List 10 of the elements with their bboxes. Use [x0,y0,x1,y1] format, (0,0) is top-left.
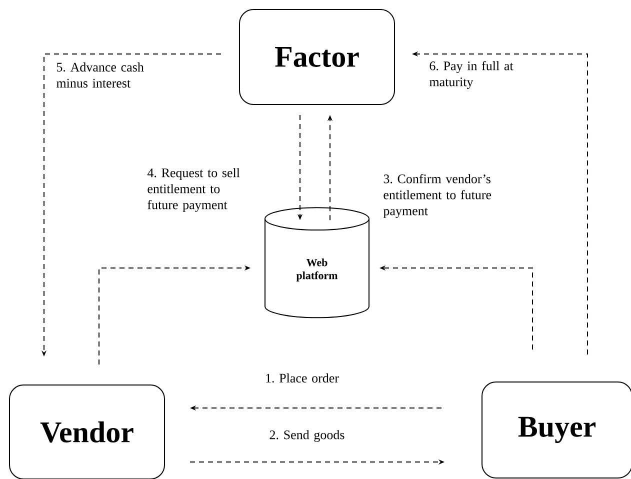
rounded-box: Buyer [482,382,631,478]
rounded-box: Factor [239,9,395,105]
edge-label: 6. Pay in full at maturity [429,61,514,89]
database-cylinder: Web platform [264,207,370,318]
edge-label: 4. Request to sell entitlement to future payment [147,168,240,212]
rounded-box: Vendor [9,384,165,479]
edge-label: 1. Place order [266,373,339,383]
edge-label: 3. Confirm vendor’s entitlement to future payment [383,174,492,218]
edge-label: 2. Send goods [270,430,344,442]
edge-label: 5. Advance cash minus interest [56,62,144,88]
